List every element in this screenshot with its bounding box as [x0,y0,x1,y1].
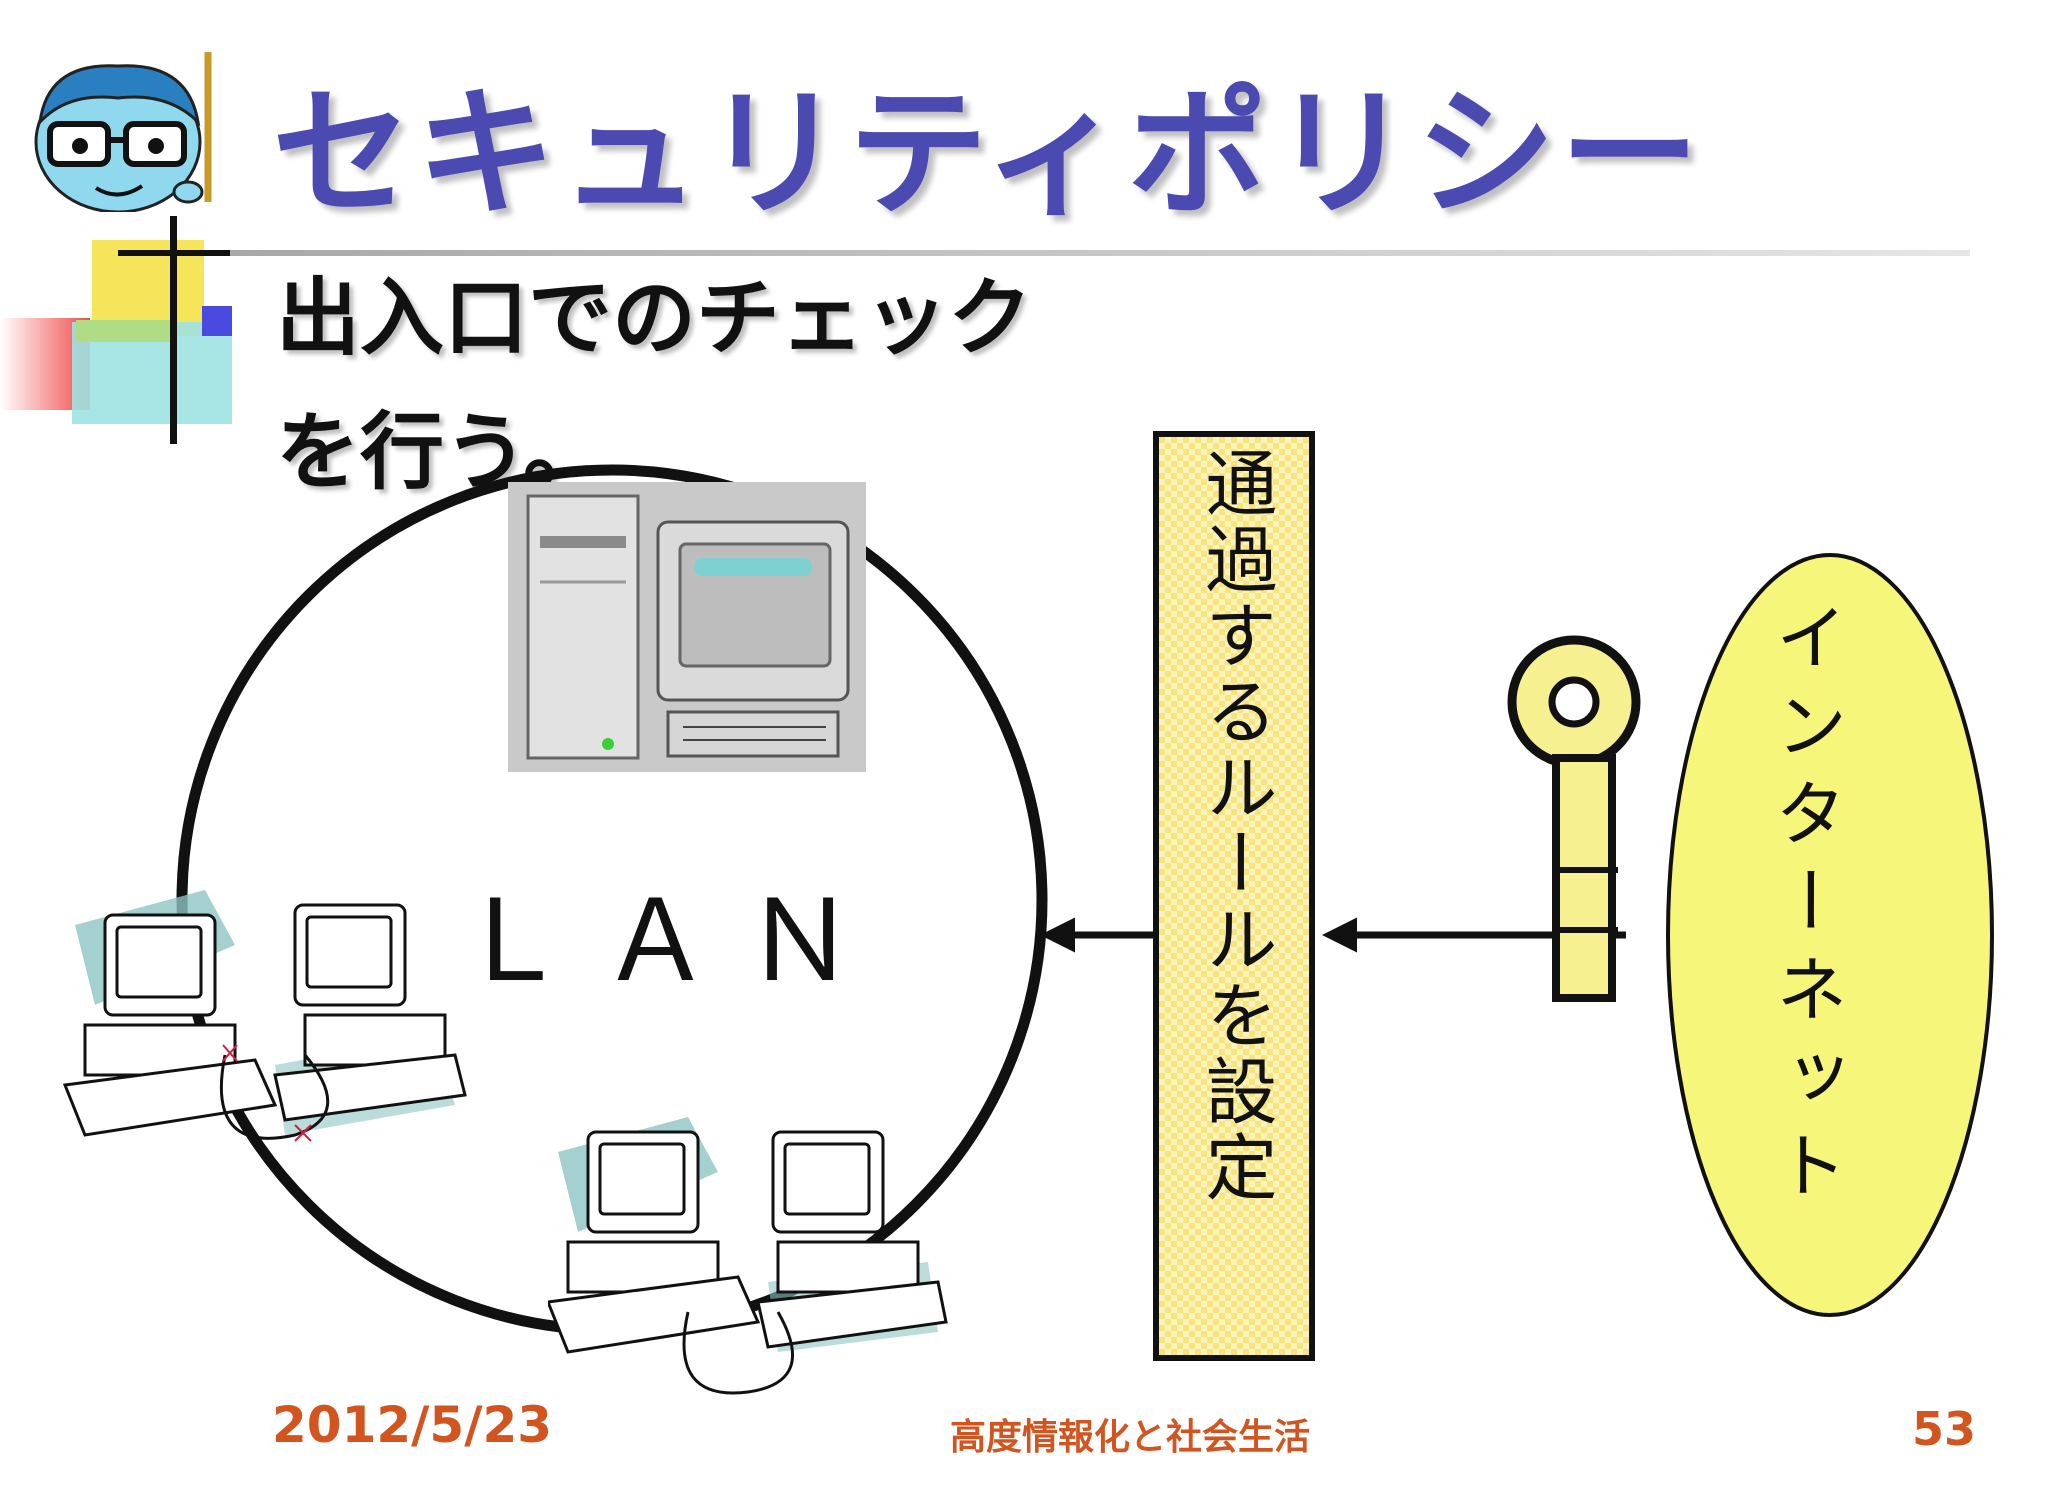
deco-green-strip [76,320,176,342]
bullet-marker [202,306,232,336]
footer-course-title: 高度情報化と社会生活 [950,1417,1311,1458]
server-icon [508,482,866,772]
internet-label: インターネット [1763,600,1847,1216]
lan-label: ＬＡＮ [456,877,888,1007]
networked-pc-group-bottom [548,1117,948,1395]
slide-title: セキュリティポリシー [272,73,1704,236]
footer-date: 2012/5/23 [272,1396,553,1454]
rule-box-label: 通過するルールを設定 [1193,446,1277,1206]
networked-pc-icon [62,890,467,1142]
footer-page-number: 53 [1912,1402,1977,1456]
title-rule [230,250,1970,256]
key-icon [1507,635,1641,1002]
deco-vertical-line [170,216,177,444]
rule-box [1153,431,1315,1361]
bullet-text-line1: 出入口でのチェック [276,269,1033,367]
internet-bubble [1666,553,1994,1317]
teacher-mascot-icon [34,52,212,212]
deco-horizontal-line [118,250,248,256]
